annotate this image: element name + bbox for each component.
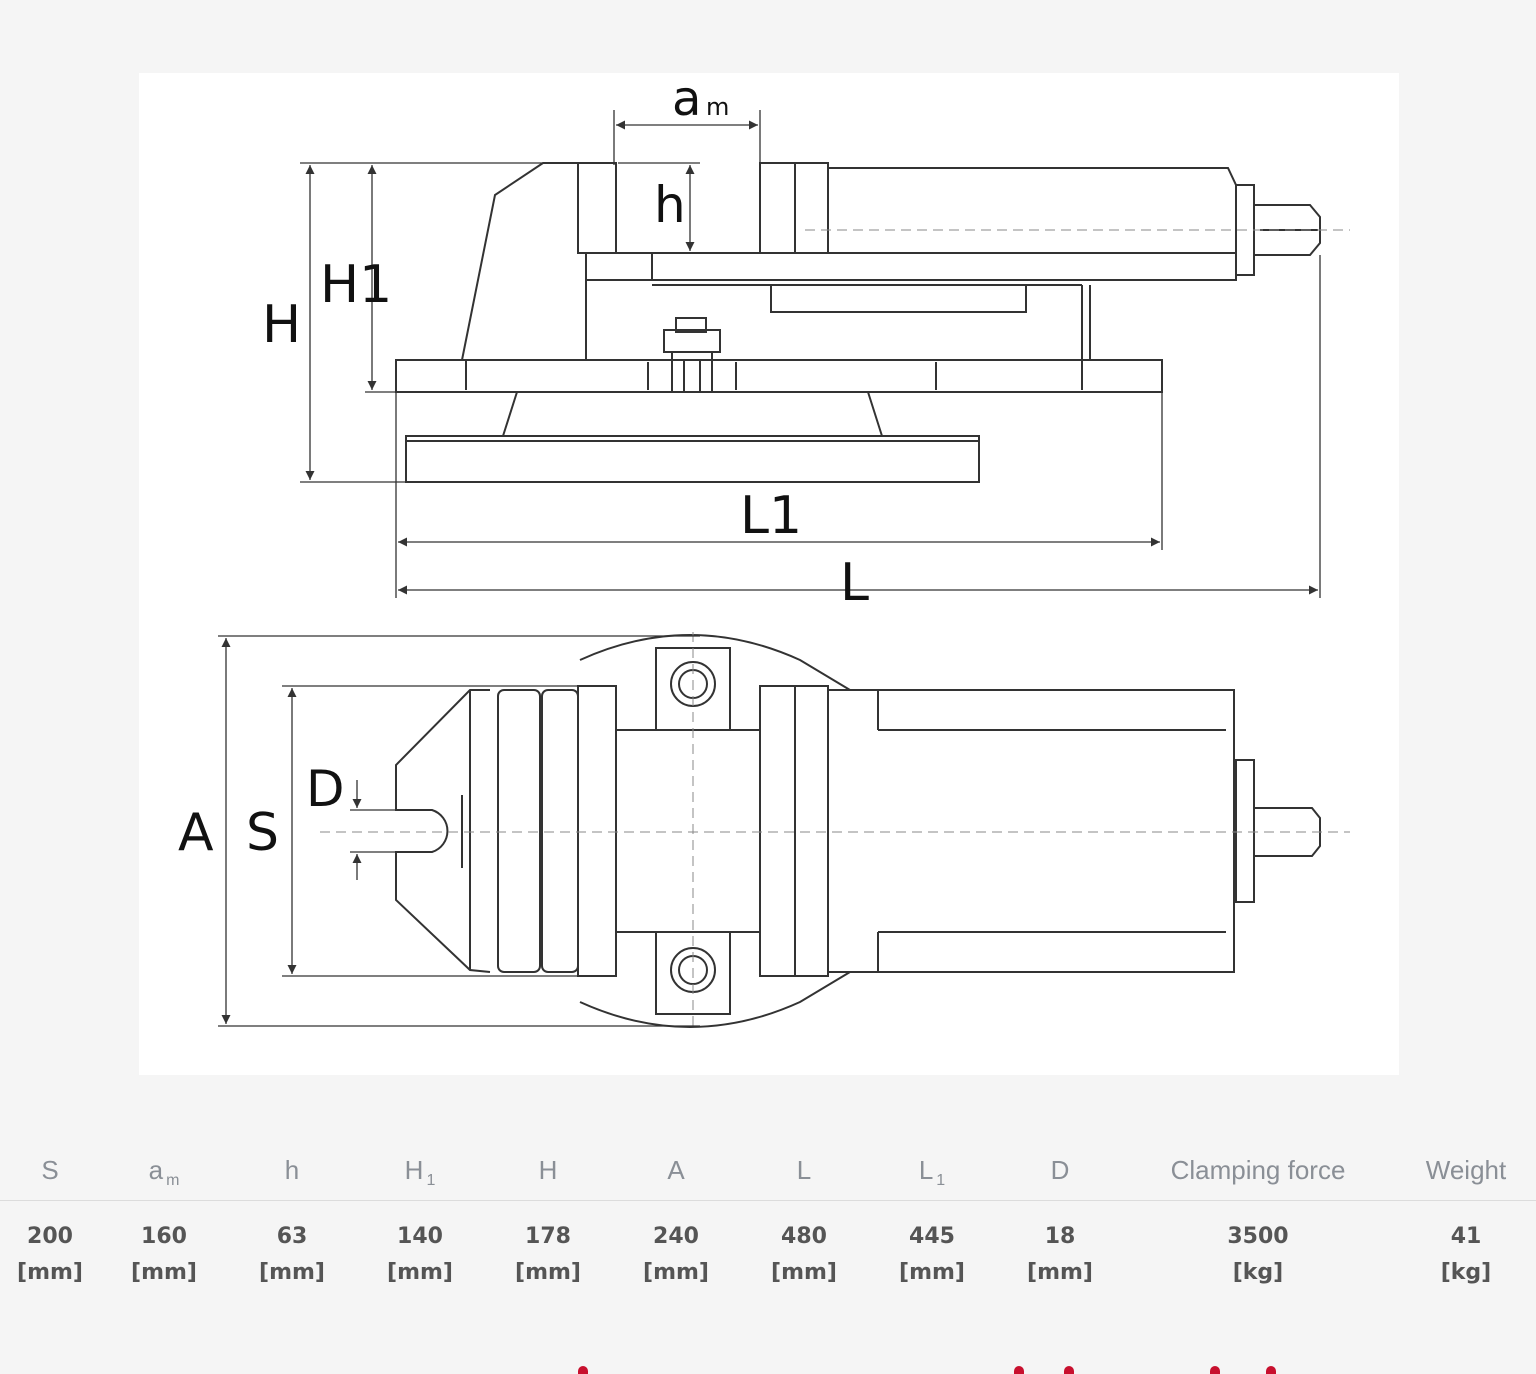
cell-L1: 445[mm] bbox=[899, 1224, 965, 1285]
label-A: A bbox=[178, 803, 214, 863]
swivel-outline-bottom bbox=[579, 971, 851, 1028]
accent-mark bbox=[1266, 1366, 1276, 1374]
base-plate bbox=[395, 359, 1163, 393]
accent-mark bbox=[1014, 1366, 1024, 1374]
label-L: L bbox=[840, 553, 869, 613]
accent-mark bbox=[578, 1366, 588, 1374]
accent-mark bbox=[1064, 1366, 1074, 1374]
label-am: a bbox=[672, 73, 701, 127]
spindle-housing-top bbox=[1235, 759, 1255, 903]
fixed-jaw-body bbox=[461, 162, 578, 361]
fixed-jaw-face bbox=[577, 685, 617, 977]
top-view-dimensions bbox=[218, 635, 700, 1027]
cell-L: 480[mm] bbox=[771, 1224, 837, 1285]
fixed-jaw-outline bbox=[395, 689, 491, 973]
label-S: S bbox=[246, 803, 279, 863]
col-header-S: S bbox=[0, 1140, 100, 1201]
cell-weight: 41[kg] bbox=[1440, 1224, 1492, 1285]
col-header-A: A bbox=[612, 1140, 740, 1201]
cell-am: 160[mm] bbox=[131, 1224, 197, 1285]
vise-drawing-svg: a m h H1 H L1 L A S D bbox=[178, 73, 1350, 1030]
col-header-L: L bbox=[740, 1140, 868, 1201]
label-D: D bbox=[306, 760, 345, 818]
label-H1: H1 bbox=[320, 255, 392, 315]
cell-clamping-force: 3500[kg] bbox=[1227, 1224, 1289, 1285]
fixed-jaw bbox=[577, 162, 617, 254]
bolt-head bbox=[675, 317, 707, 333]
cell-A: 240[mm] bbox=[643, 1224, 709, 1285]
top-view bbox=[395, 634, 1321, 1028]
specs-value-row: 200[mm] 160[mm] 63[mm] 140[mm] 178[mm] 2… bbox=[0, 1201, 1536, 1293]
side-view-dimensions bbox=[300, 110, 1321, 598]
col-header-weight: Weight bbox=[1392, 1140, 1536, 1201]
bolt-slot-bottom bbox=[655, 931, 731, 1015]
vise-technical-drawing: a m h H1 H L1 L A S D bbox=[139, 73, 1399, 1075]
col-header-H: H bbox=[484, 1140, 612, 1201]
slide bbox=[770, 284, 1027, 313]
cell-h: 63[mm] bbox=[259, 1224, 325, 1285]
cell-H: 178[mm] bbox=[515, 1224, 581, 1285]
label-H: H bbox=[262, 295, 301, 355]
accent-mark bbox=[1210, 1366, 1220, 1374]
cell-H1: 140[mm] bbox=[387, 1224, 453, 1285]
label-h: h bbox=[654, 176, 686, 234]
body-top bbox=[827, 689, 1235, 973]
col-header-clamping-force: Clamping force bbox=[1124, 1140, 1392, 1201]
cell-D: 18[mm] bbox=[1027, 1224, 1093, 1285]
cut-off-accent-marks bbox=[0, 1366, 1536, 1374]
col-header-h: h bbox=[228, 1140, 356, 1201]
swivel-base bbox=[405, 435, 980, 483]
side-view bbox=[395, 162, 1350, 483]
col-header-D: D bbox=[996, 1140, 1124, 1201]
jaw-plate-1 bbox=[497, 689, 541, 973]
jaw-plate-2 bbox=[541, 689, 579, 973]
swivel-cone bbox=[502, 391, 883, 437]
vise-body bbox=[651, 167, 1237, 281]
hex-spindle-top bbox=[1253, 807, 1321, 857]
swivel-outline-top bbox=[579, 634, 851, 691]
hex-spindle bbox=[1253, 204, 1321, 256]
cell-S: 200[mm] bbox=[17, 1224, 83, 1285]
label-am-sub: m bbox=[706, 93, 729, 121]
label-L1: L1 bbox=[740, 486, 802, 546]
